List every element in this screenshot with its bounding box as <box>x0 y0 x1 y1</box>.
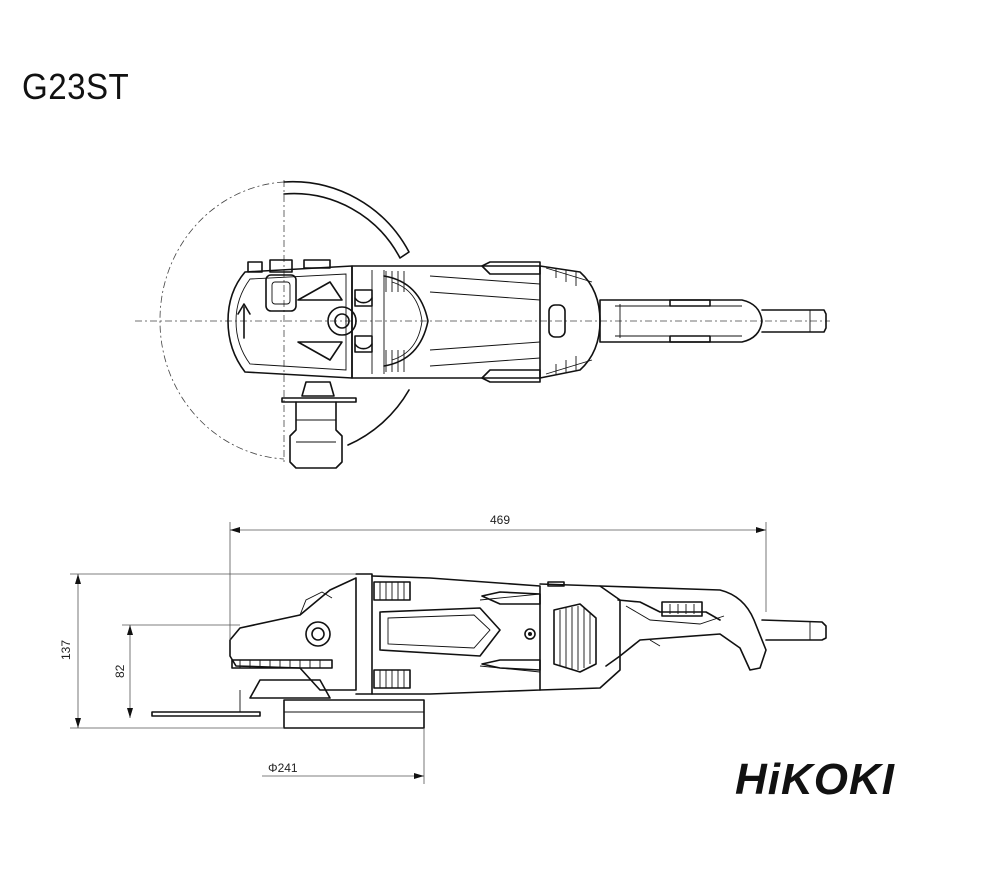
wheel-diameter-label: Φ241 <box>268 761 298 775</box>
model-title: G23ST <box>22 66 130 107</box>
side-view <box>151 573 827 729</box>
brand-logo: HiKOKI <box>735 755 895 804</box>
top-view <box>135 180 830 469</box>
overall-length-label: 469 <box>490 513 510 527</box>
spindle-height-label: 82 <box>113 664 127 678</box>
overall-height-label: 137 <box>59 640 73 660</box>
dimension-lines <box>70 522 767 784</box>
